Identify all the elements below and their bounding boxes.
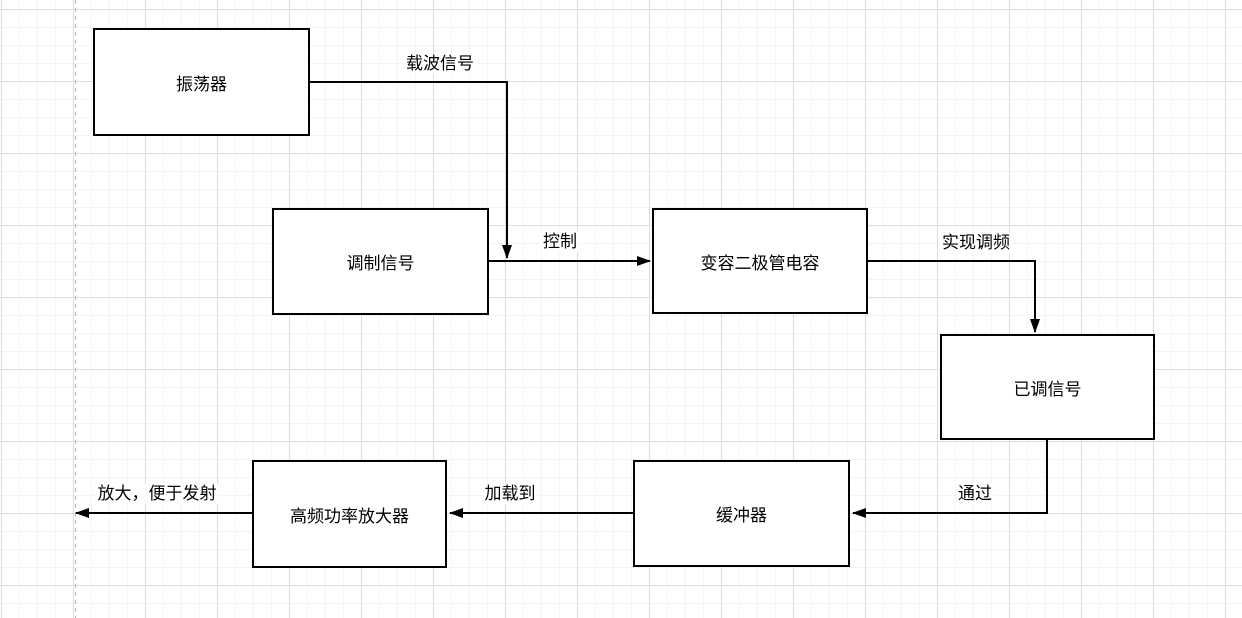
edge-achieve-fm[interactable] — [868, 260, 1040, 333]
edge-through[interactable] — [852, 440, 1048, 518]
edge-label-carrier-signal[interactable]: 载波信号 — [404, 53, 476, 75]
edge-label-through[interactable]: 通过 — [956, 483, 994, 505]
edge-label-load-to[interactable]: 加载到 — [482, 483, 538, 505]
node-modulating-signal[interactable]: 调制信号 — [272, 208, 489, 315]
node-modulated-signal[interactable]: 已调信号 — [940, 334, 1155, 440]
edge-label-amplify-for-transmission[interactable]: 放大，便于发射 — [95, 483, 219, 505]
node-oscillator-label: 振荡器 — [176, 74, 227, 94]
node-hf-power-amplifier[interactable]: 高频功率放大器 — [252, 460, 447, 568]
edge-carrier-signal[interactable] — [310, 81, 512, 259]
node-oscillator[interactable]: 振荡器 — [93, 28, 310, 136]
node-varactor-capacitance-label: 变容二极管电容 — [700, 253, 820, 273]
node-hf-power-amplifier-label: 高频功率放大器 — [290, 506, 409, 526]
node-buffer-label: 缓冲器 — [716, 506, 767, 525]
node-modulated-signal-label: 已调信号 — [1013, 379, 1082, 399]
edge-label-achieve-fm[interactable]: 实现调频 — [940, 232, 1012, 254]
node-varactor-capacitance[interactable]: 变容二极管电容 — [652, 208, 868, 314]
node-modulating-signal-label: 调制信号 — [346, 254, 415, 273]
edge-label-control[interactable]: 控制 — [541, 231, 579, 253]
node-buffer[interactable]: 缓冲器 — [633, 460, 850, 567]
